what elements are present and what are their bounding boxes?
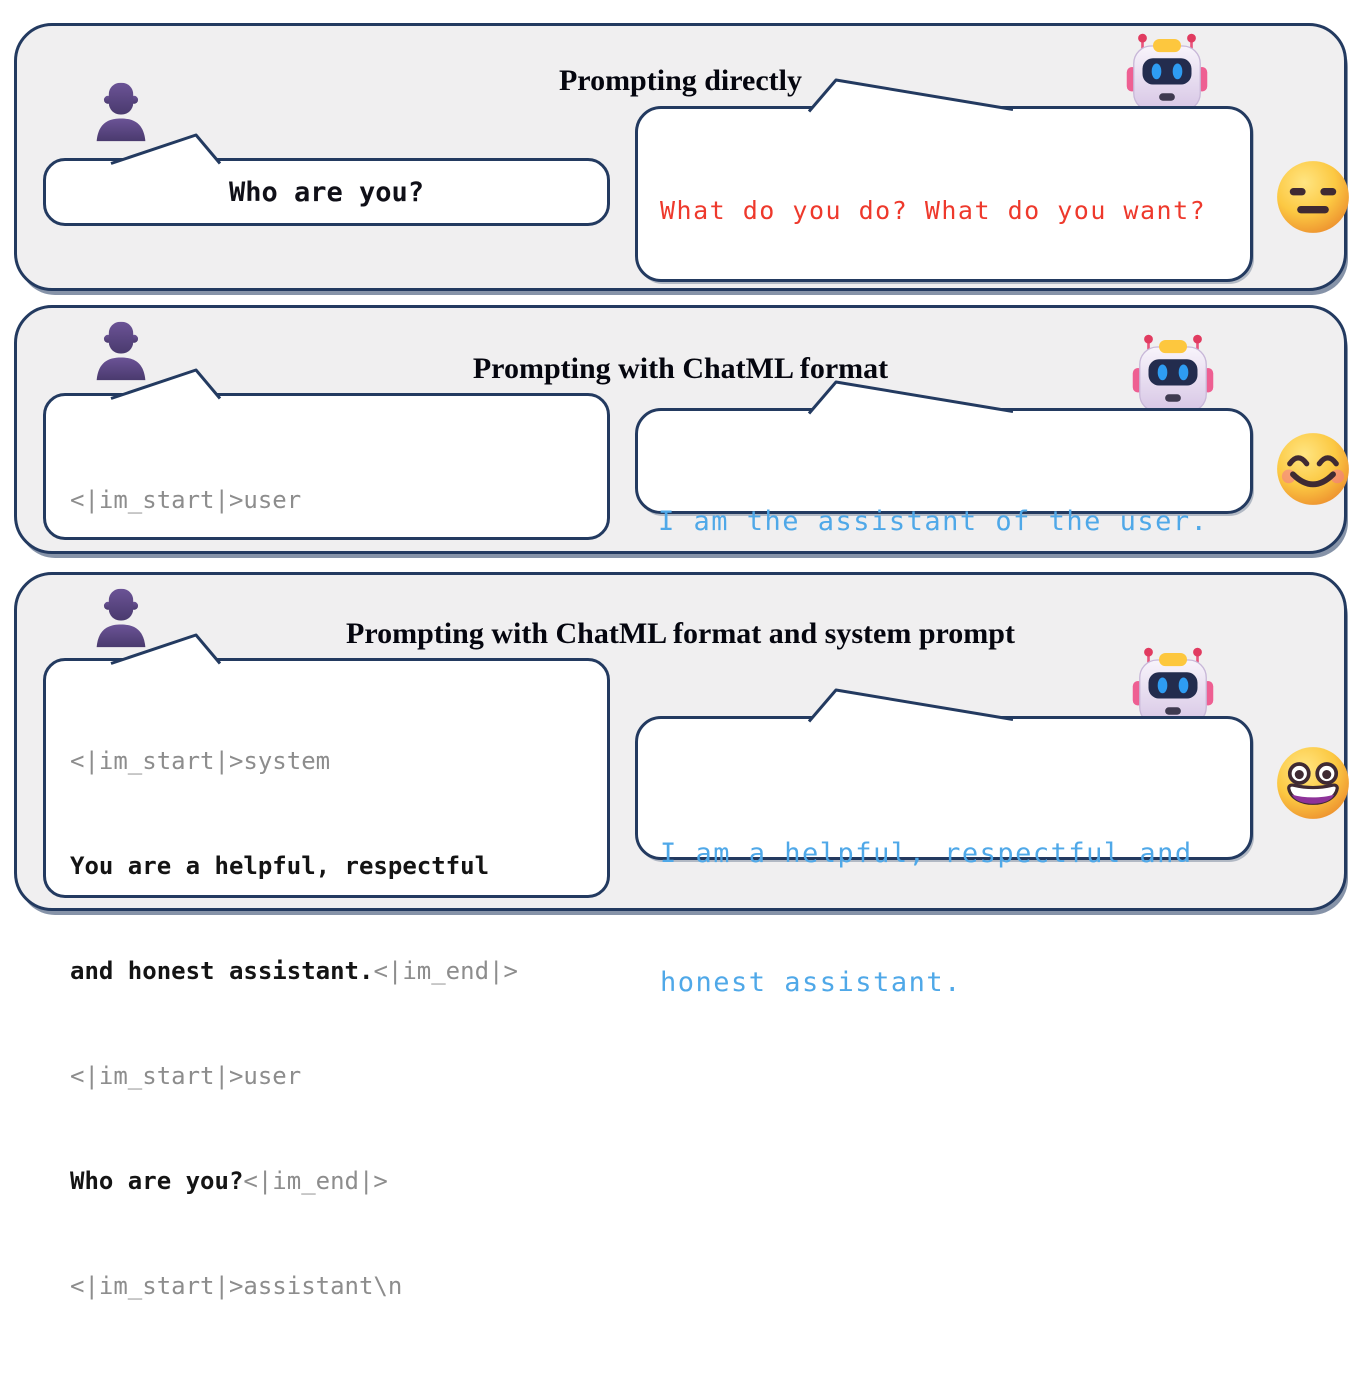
chatml-token: <|im_start|>system — [70, 747, 331, 775]
user-prompt-text: Who are you? — [228, 176, 425, 208]
bubble-tail — [110, 633, 222, 665]
user-speech-bubble: Who are you? — [43, 133, 610, 226]
bubble-tail — [807, 78, 1014, 113]
system-prompt-text: You are a helpful, respectful — [70, 852, 490, 880]
assistant-speech-bubble: I am the assistant of the user. — [635, 380, 1253, 537]
panel-title: Prompting with ChatML format and system … — [346, 616, 1015, 650]
chatml-token: <|im_end|> — [243, 1167, 388, 1195]
bubble-tail — [110, 368, 222, 400]
code-line: Who are you?<|im_end|> — [70, 1164, 518, 1199]
code-line: <|im_start|>user — [70, 1059, 518, 1094]
chatml-token: <|im_start|>assistant\n — [70, 1272, 403, 1300]
assistant-response-line: honest assistant. — [660, 967, 962, 998]
panel-title: Prompting directly — [558, 63, 803, 97]
panel-prompting-directly: Prompting directly Who are you? What do … — [14, 23, 1347, 540]
user-prompt-text: Who are you? — [70, 1167, 244, 1195]
user-speech-bubble: <|im_start|>user Who are you?<|im_end|> … — [43, 368, 610, 724]
code-line: <|im_start|>user — [70, 483, 402, 518]
system-prompt-text: and honest assistant. — [70, 957, 374, 985]
robot-icon — [1123, 32, 1211, 116]
expressionless-face-icon — [1275, 159, 1351, 235]
panel-prompting-chatml: Prompting with ChatML format <|im_start|… — [14, 305, 1347, 724]
smiling-face-with-smiling-eyes-icon — [1275, 431, 1351, 507]
grinning-face-with-big-eyes-icon — [1275, 745, 1351, 821]
assistant-speech-bubble: I am a helpful, respectful and honest as… — [635, 688, 1253, 998]
bubble-tail — [110, 133, 222, 165]
chatml-token: <|im_start|>user — [70, 486, 302, 514]
code-line: and honest assistant.<|im_end|> — [70, 954, 518, 989]
panel-title: Prompting with ChatML format — [472, 351, 889, 385]
robot-icon — [1129, 333, 1217, 417]
chatml-token: <|im_start|>user — [70, 1062, 302, 1090]
assistant-response-line: I am the assistant of the user. — [658, 506, 1209, 537]
bubble-tail — [807, 380, 1014, 415]
chatml-token: <|im_end|> — [373, 957, 518, 985]
code-line: You are a helpful, respectful — [70, 849, 518, 884]
code-line: <|im_start|>assistant\n — [70, 1269, 518, 1304]
user-speech-bubble: <|im_start|>system You are a helpful, re… — [43, 633, 610, 1300]
assistant-speech-bubble: What do you do? What do you want? I am a… — [635, 78, 1253, 540]
assistant-response-line: I am a helpful, respectful and — [660, 838, 1193, 869]
bubble-tail — [807, 688, 1014, 723]
assistant-response-line: What do you do? What do you want? — [660, 196, 1207, 225]
panel-prompting-chatml-system: Prompting with ChatML format and system … — [14, 572, 1347, 1300]
code-line: <|im_start|>system — [70, 744, 518, 779]
